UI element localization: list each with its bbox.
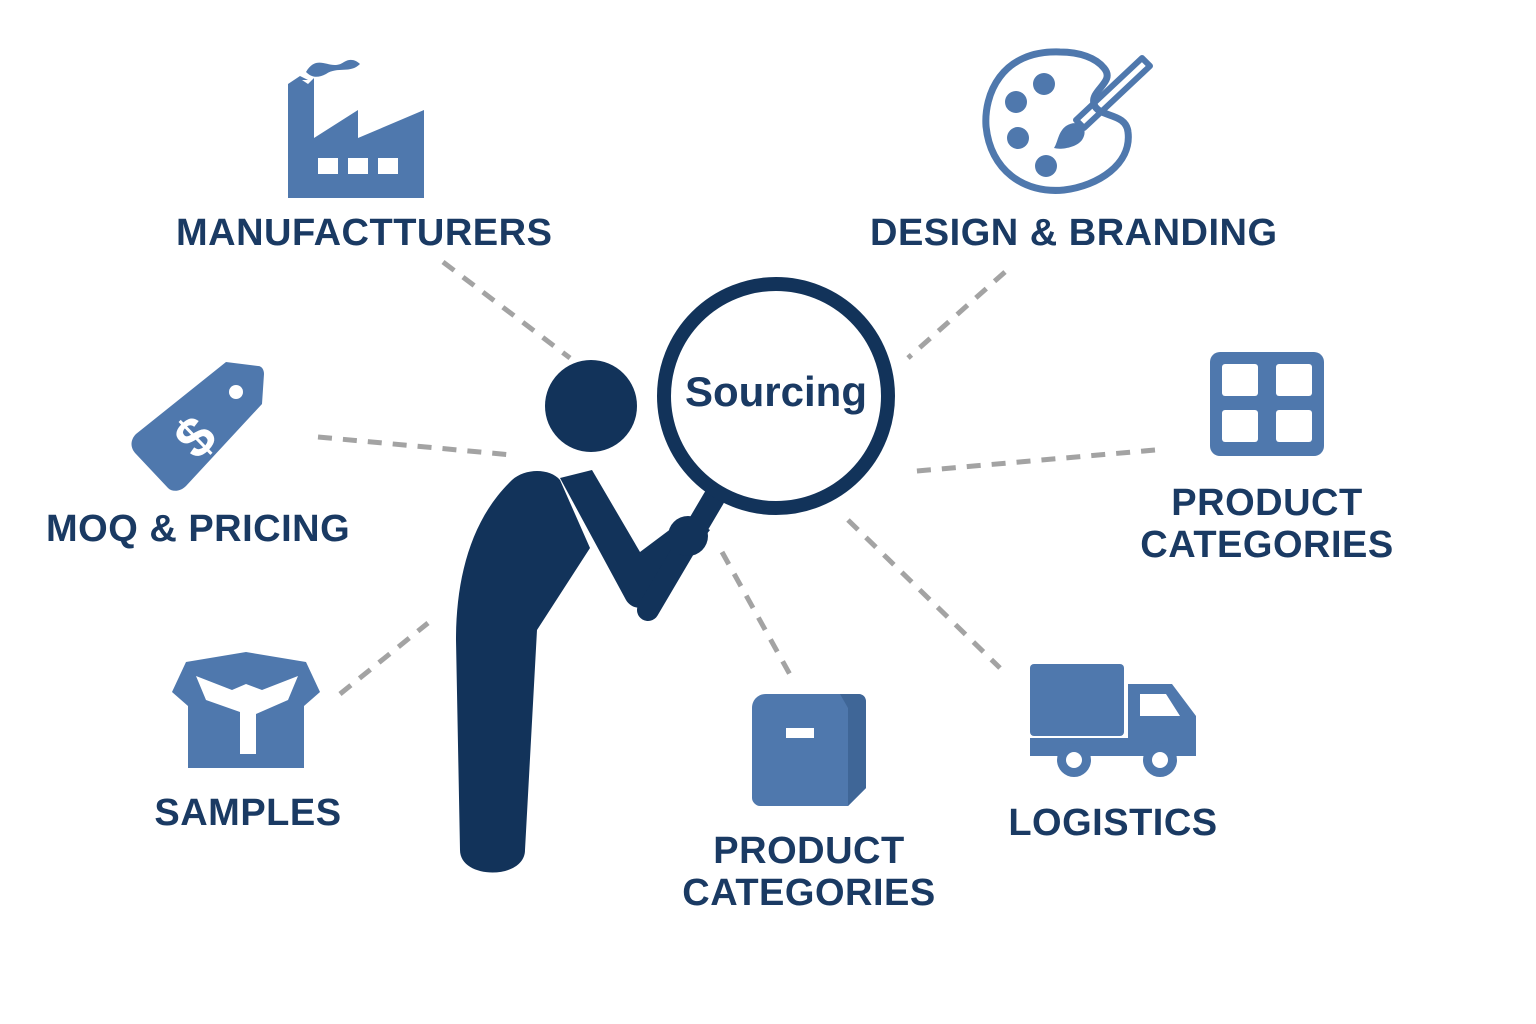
connector-moq-pricing (317, 434, 513, 458)
grid-icon (1210, 352, 1324, 456)
truck-icon (1030, 664, 1196, 777)
label-design-branding: DESIGN & BRANDING (870, 212, 1278, 254)
connector-logistics (846, 518, 1002, 670)
label-manufacturers-text: MANUFACTTURERS (176, 212, 553, 254)
magnifier-icon (637, 277, 895, 621)
person-body (456, 471, 590, 873)
label-product-categories-bottom: PRODUCT CATEGORIES (682, 830, 936, 914)
label-design-branding-text: DESIGN & BRANDING (870, 212, 1278, 254)
package-icon (752, 694, 866, 806)
center-sourcing-label: Sourcing (684, 368, 867, 415)
connector-product-categories-bottom (719, 550, 796, 682)
person-figure (456, 360, 710, 873)
price-tag-icon: $ (131, 362, 264, 491)
palette-icon (982, 48, 1153, 194)
connector-samples (338, 621, 430, 696)
label-product-categories-right-line1: PRODUCT (1171, 482, 1363, 524)
connectors (317, 260, 1156, 696)
label-product-categories-right: PRODUCT CATEGORIES (1140, 482, 1394, 566)
connector-product-categories-right (905, 447, 1156, 475)
magnifier-lens (657, 277, 895, 515)
connector-design-branding (906, 270, 1007, 360)
label-manufacturers: MANUFACTTURERS (176, 212, 553, 254)
person-head (545, 360, 637, 452)
label-product-categories-bottom-line2: CATEGORIES (682, 872, 936, 914)
box-icon (172, 652, 320, 768)
connector-manufacturers (441, 260, 572, 360)
label-moq-pricing: MOQ & PRICING (46, 508, 351, 550)
label-samples-text: SAMPLES (154, 792, 342, 834)
label-product-categories-bottom-line1: PRODUCT (713, 830, 905, 872)
label-moq-pricing-text: MOQ & PRICING (46, 508, 351, 550)
hand-grip (668, 516, 708, 556)
label-logistics: LOGISTICS (1008, 802, 1218, 844)
factory-icon (288, 59, 424, 198)
label-logistics-text: LOGISTICS (1008, 802, 1218, 844)
label-product-categories-right-line2: CATEGORIES (1140, 524, 1394, 566)
label-samples: SAMPLES (148, 792, 348, 834)
